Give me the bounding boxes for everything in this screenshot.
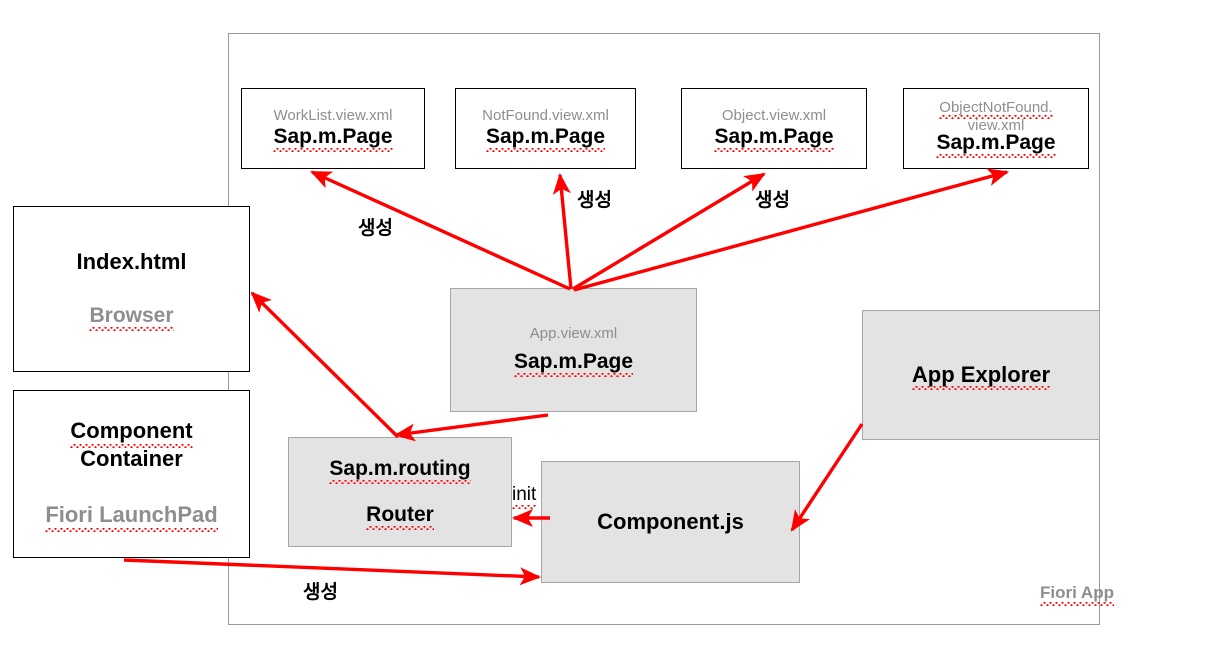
component-js-label: Component.js	[597, 508, 744, 534]
page-control-label: Sap.m.Page	[273, 125, 393, 152]
browser-box[interactable]: Index.html Browser	[13, 206, 250, 372]
arrow-label-create-object: 생성	[755, 189, 790, 211]
app-explorer-label: App Explorer	[911, 361, 1051, 387]
component-js-box[interactable]: Component.js	[541, 461, 800, 583]
page-box-objectnotfound[interactable]: ObjectNotFound. view.xml Sap.m.Page	[903, 88, 1089, 169]
page-file-label-line2: view.xml	[967, 116, 1025, 134]
app-explorer-box[interactable]: App Explorer	[862, 310, 1100, 440]
container-title-line2: Container	[80, 445, 183, 471]
arrow-label-create-notfound: 생성	[577, 189, 612, 211]
container-subtitle: Fiori LaunchPad	[45, 502, 219, 533]
component-container-box[interactable]: Component Container Fiori LaunchPad	[13, 390, 250, 558]
page-file-label: WorkList.view.xml	[273, 107, 393, 125]
page-control-label: Sap.m.Page	[714, 125, 834, 152]
page-control-label: Sap.m.Page	[485, 125, 606, 152]
page-file-label-line1: ObjectNotFound.	[939, 98, 1054, 120]
page-box-worklist[interactable]: WorkList.view.xml Sap.m.Page	[241, 88, 425, 169]
page-file-label: Object.view.xml	[721, 107, 827, 125]
arrow-label-init: init	[512, 484, 537, 509]
fiori-app-corner-label: Fiori App	[1040, 583, 1114, 606]
arrow-label-create-component: 생성	[303, 581, 338, 603]
page-control-label: Sap.m.Page	[936, 131, 1056, 159]
app-view-file-label: App.view.xml	[529, 324, 618, 342]
page-box-notfound[interactable]: NotFound.view.xml Sap.m.Page	[455, 88, 636, 169]
router-class-label: Router	[366, 502, 434, 531]
router-namespace-label: Sap.m.routing	[329, 456, 471, 485]
browser-subtitle: Browser	[89, 303, 174, 332]
arrow-label-create-worklist: 생성	[358, 217, 393, 239]
page-file-label: NotFound.view.xml	[482, 107, 609, 125]
browser-title: Index.html	[76, 248, 187, 274]
router-box[interactable]: Sap.m.routing Router	[288, 437, 512, 547]
container-title-line1: Component	[70, 418, 193, 449]
app-view-box[interactable]: App.view.xml Sap.m.Page	[450, 288, 697, 412]
app-view-control-label: Sap.m.Page	[513, 350, 634, 378]
page-box-object[interactable]: Object.view.xml Sap.m.Page	[681, 88, 867, 169]
